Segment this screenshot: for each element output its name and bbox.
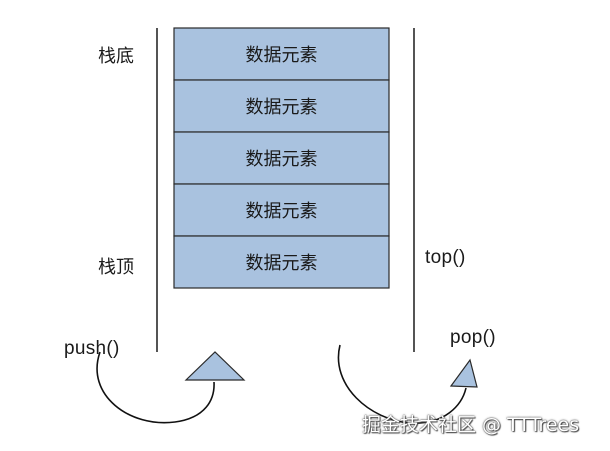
stack-cell-label: 数据元素	[246, 201, 318, 222]
pop-arrowhead	[449, 358, 478, 388]
push-function-label: push()	[64, 338, 120, 359]
stack-cell-label: 数据元素	[246, 149, 318, 170]
push-arrowhead	[184, 351, 246, 381]
stack-cell	[173, 79, 390, 133]
stack-cell-label: 数据元素	[246, 97, 318, 118]
stack-cell	[173, 235, 390, 289]
watermark: 掘金技术社区 @ TTTrees	[362, 414, 580, 436]
stack-cell-label: 数据元素	[246, 253, 318, 274]
stack-bottom-label: 栈底	[98, 46, 134, 67]
stack-cell	[173, 131, 390, 185]
pop-curve	[337, 344, 467, 424]
stack-cell	[173, 183, 390, 237]
stack-top-label: 栈顶	[98, 257, 134, 278]
push-curve	[96, 351, 215, 424]
stack-cell	[173, 27, 390, 81]
stack-cell-label: 数据元素	[246, 45, 318, 66]
top-function-label: top()	[425, 247, 466, 268]
pop-function-label: pop()	[450, 327, 496, 348]
